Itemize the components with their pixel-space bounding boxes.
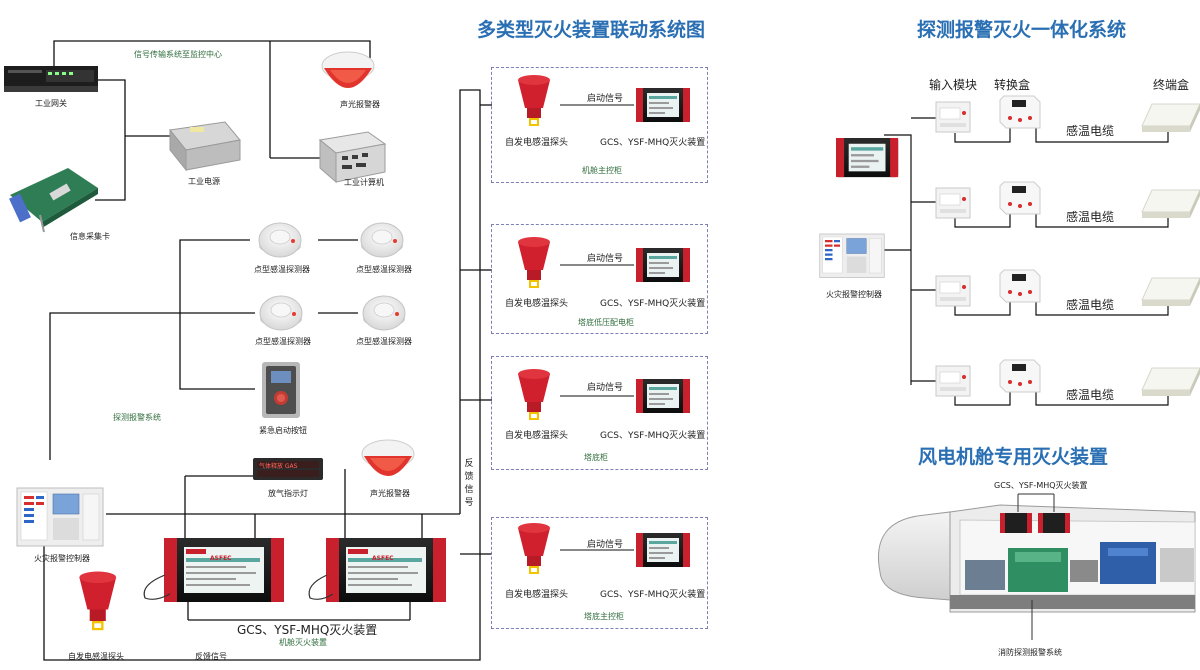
- daq-card-device: [9, 168, 98, 233]
- feedback-vertical-label: 反馈信号: [464, 459, 474, 508]
- integrated-title: 探测报警灭火一体化系统: [917, 19, 1127, 41]
- cable-label-4: 感温电缆: [1066, 388, 1115, 402]
- power-label: 工业电源: [188, 177, 220, 186]
- unit-4-probe-label: 自发电感温探头: [505, 590, 569, 600]
- input-module-4: [935, 365, 971, 397]
- detection-system-label: 探测报警系统: [113, 413, 161, 422]
- unit-4-device-label: GCS、YSF-MHQ灭火装置: [600, 590, 706, 600]
- point-detector-3: [259, 295, 303, 331]
- release-light-label: 放气指示灯: [268, 489, 308, 498]
- terminal-box-1: [1141, 103, 1200, 133]
- alarm-top-device: [321, 51, 375, 88]
- device-name-label: GCS、YSF-MHQ灭火装置: [237, 623, 378, 637]
- unit-1-start-signal: 启动信号: [587, 94, 624, 104]
- fire-controller-device: [16, 487, 104, 547]
- cable-label-1: 感温电缆: [1066, 124, 1115, 138]
- unit-2-start-signal: 启动信号: [587, 254, 624, 264]
- point-detector-2: [360, 222, 404, 258]
- wind-title: 风电机舱专用灭火装置: [918, 446, 1109, 468]
- terminal-box-4: [1141, 367, 1200, 397]
- left-probe-label: 自发电感温探头: [68, 652, 124, 661]
- computer-label: 工业计算机: [344, 178, 384, 187]
- wind-device-label: GCS、YSF-MHQ灭火装置: [994, 481, 1088, 490]
- unit-3-start-signal: 启动信号: [587, 383, 624, 393]
- right-fire-controller: [819, 233, 885, 278]
- fire-controller-label: 火灾报警控制器: [34, 554, 90, 563]
- unit-3-cabinet-label: 塔底柜: [584, 453, 608, 462]
- unit-1-box: [491, 67, 708, 183]
- point-detector-1: [258, 222, 302, 258]
- unit-4-cabinet-label: 塔底主控柜: [584, 612, 624, 621]
- alarm-bottom-device: [361, 439, 415, 476]
- cable-label-3: 感温电缆: [1066, 298, 1115, 312]
- emergency-button-device: [262, 362, 300, 418]
- feedback-signal-label: 反馈信号: [195, 652, 227, 661]
- input-module-3: [935, 275, 971, 307]
- right-fire-controller-label: 火灾报警控制器: [826, 290, 882, 299]
- brand-label-2: ASFEC: [372, 555, 394, 562]
- input-module-header: 输入模块: [929, 78, 978, 92]
- unit-1-cabinet-label: 机舱主控柜: [582, 166, 622, 175]
- alarm-bottom-label: 声光报警器: [370, 489, 410, 498]
- unit-3-box: [491, 356, 708, 470]
- unit-2-device-label: GCS、YSF-MHQ灭火装置: [600, 299, 706, 309]
- unit-2-probe-label: 自发电感温探头: [505, 299, 569, 309]
- unit-2-box: [491, 224, 708, 334]
- unit-1-device-label: GCS、YSF-MHQ灭火装置: [600, 138, 706, 148]
- unit-4-start-signal: 启动信号: [587, 540, 624, 550]
- cable-label-2: 感温电缆: [1066, 210, 1115, 224]
- gateway-label: 工业网关: [35, 99, 67, 108]
- unit-3-device-label: GCS、YSF-MHQ灭火装置: [600, 431, 706, 441]
- junction-box-1: [999, 95, 1041, 129]
- input-module-2: [935, 187, 971, 219]
- daq-card-label: 信息采集卡: [70, 232, 110, 241]
- junction-box-4: [999, 359, 1041, 393]
- junction-box-3: [999, 269, 1041, 303]
- large-device-1: [164, 538, 284, 602]
- input-module-1: [935, 101, 971, 133]
- device-caption-label: 机舱灭火装置: [279, 638, 327, 647]
- alarm-top-label: 声光报警器: [340, 100, 380, 109]
- power-supply-device: [169, 121, 241, 172]
- terminal-box-header: 终端盒: [1153, 78, 1190, 92]
- terminal-box-2: [1141, 189, 1200, 219]
- unit-4-box: [491, 517, 708, 629]
- main-title: 多类型灭火装置联动系统图: [477, 19, 706, 41]
- release-light-device: [253, 458, 323, 480]
- unit-1-probe-label: 自发电感温探头: [505, 138, 569, 148]
- release-light-text: 气体释放 GAS: [259, 463, 298, 470]
- signal-transfer-label: 信号传输系统至监控中心: [134, 50, 222, 59]
- computer-device: [318, 131, 387, 184]
- wind-nacelle-drawing: [878, 504, 1196, 613]
- wind-system-label: 消防探测报警系统: [998, 648, 1062, 657]
- detector-label-4: 点型感温探测器: [356, 337, 412, 346]
- junction-box-header: 转换盒: [994, 78, 1031, 92]
- unit-3-probe-label: 自发电感温探头: [505, 431, 569, 441]
- probe-left: [79, 571, 117, 631]
- right-device: [836, 138, 899, 178]
- terminal-box-3: [1141, 277, 1200, 307]
- detector-label-3: 点型感温探测器: [255, 337, 311, 346]
- junction-box-2: [999, 181, 1041, 215]
- unit-2-cabinet-label: 塔底低压配电柜: [578, 318, 634, 327]
- point-detector-4: [362, 295, 406, 331]
- large-device-2: [326, 538, 446, 602]
- gateway-device: [4, 66, 98, 92]
- emergency-button-label: 紧急启动按钮: [259, 426, 307, 435]
- detector-label-2: 点型感温探测器: [356, 265, 412, 274]
- brand-label-1: ASFEC: [210, 555, 232, 562]
- detector-label-1: 点型感温探测器: [254, 265, 310, 274]
